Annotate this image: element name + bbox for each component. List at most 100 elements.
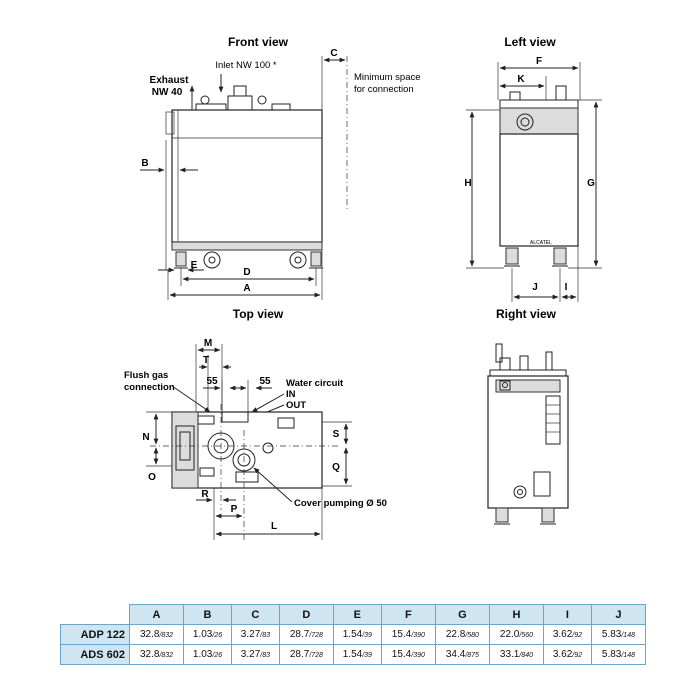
value-mm: /92: [572, 652, 583, 659]
value-mm: /83: [260, 652, 270, 659]
column-header: J: [590, 604, 647, 625]
value-inch: 33.1: [499, 649, 520, 660]
value-inch: 32.8: [139, 649, 160, 660]
table-corner-cell: [60, 604, 130, 625]
left-view-title: Left view: [504, 35, 556, 49]
dim-e-label: E: [191, 260, 198, 271]
value-inch: 22.0: [499, 629, 520, 640]
value-mm: /39: [362, 632, 372, 639]
column-header: F: [380, 604, 436, 625]
inlet-label: Inlet NW 100 *: [215, 60, 277, 71]
water-in-label: IN: [286, 389, 296, 400]
dim-j-label: J: [532, 282, 538, 293]
value-inch: 15.4: [391, 649, 412, 660]
value-mm: /832: [159, 652, 174, 659]
table-cell: 28.7/728: [278, 624, 334, 645]
value-mm: /148: [621, 652, 635, 659]
water-out-label: OUT: [286, 400, 306, 411]
value-inch: 32.8: [139, 629, 160, 640]
value-inch: 3.62: [552, 629, 573, 640]
table-cell: 3.62/92: [542, 624, 592, 645]
column-header: A: [128, 604, 185, 625]
exhaust-label-line2: NW 40: [152, 87, 183, 98]
value-mm: /390: [411, 652, 425, 659]
cover-pumping-label: Cover pumping Ø 50: [294, 498, 387, 509]
dim-d-label: D: [243, 267, 250, 278]
value-mm: /580: [465, 632, 479, 639]
value-inch: 1.03: [192, 649, 213, 660]
column-header: B: [183, 604, 232, 625]
top-view-title: Top view: [233, 307, 284, 321]
table-cell: 3.62/92: [542, 644, 592, 665]
dimensions-table: A B C D E F G H I J ADP 122 32.8/832 1.0…: [60, 604, 647, 665]
model-name: ADS 602: [60, 644, 130, 665]
dim-a-label: A: [243, 283, 250, 294]
value-mm: /875: [465, 652, 479, 659]
value-inch: 5.83: [601, 649, 622, 660]
column-header: E: [332, 604, 382, 625]
table-header-row: A B C D E F G H I J: [60, 604, 647, 625]
value-mm: /728: [309, 632, 323, 639]
flush-gas-label-line2: connection: [124, 382, 175, 393]
value-mm: /832: [159, 632, 174, 639]
dim-o-label: O: [148, 472, 156, 483]
table-cell: 32.8/832: [128, 624, 185, 645]
dim-q-label: Q: [332, 462, 340, 473]
value-mm: /560: [519, 632, 533, 639]
model-name: ADP 122: [60, 624, 130, 645]
table-cell: 28.7/728: [278, 644, 334, 665]
table-cell: 5.83/148: [590, 644, 647, 665]
dim-m-label: M: [204, 338, 212, 349]
table-cell: 22.8/580: [434, 624, 490, 645]
table-cell: 1.54/39: [332, 644, 382, 665]
value-mm: /26: [212, 632, 223, 639]
dim-i-label: I: [565, 282, 568, 293]
dim-b-label: B: [141, 158, 148, 169]
table-cell: 32.8/832: [128, 644, 185, 665]
value-mm: /148: [621, 632, 635, 639]
value-inch: 3.62: [552, 649, 573, 660]
table-cell: 22.0/560: [488, 624, 544, 645]
dim-l-label: L: [271, 521, 277, 532]
dim-r-label: R: [201, 489, 209, 500]
table-cell: 5.83/148: [590, 624, 647, 645]
value-inch: 22.8: [445, 629, 466, 640]
column-header: C: [230, 604, 280, 625]
value-mm: /390: [411, 632, 425, 639]
dim-t-label: T: [203, 355, 209, 366]
value-inch: 1.54: [342, 649, 363, 660]
table-cell: 1.03/26: [183, 644, 232, 665]
value-mm: /83: [260, 632, 270, 639]
front-view: Front view Inlet NW 100 * Exhaust NW 40 …: [140, 35, 421, 300]
table-cell: 34.4/875: [434, 644, 490, 665]
value-inch: 15.4: [391, 629, 412, 640]
dim-h-label: H: [464, 178, 471, 189]
flush-gas-label-line1: Flush gas: [124, 370, 168, 381]
value-inch: 28.7: [289, 649, 310, 660]
dim-55-right: 55: [259, 376, 271, 387]
table-cell: 15.4/390: [380, 624, 436, 645]
dim-p-label: P: [231, 504, 238, 515]
value-inch: 34.4: [445, 649, 466, 660]
table-cell: 1.54/39: [332, 624, 382, 645]
value-mm: /840: [519, 652, 533, 659]
value-mm: /728: [309, 652, 323, 659]
dim-k-label: K: [517, 74, 525, 85]
water-circuit-label: Water circuit: [286, 378, 344, 389]
column-header: I: [542, 604, 592, 625]
table-row: ADP 122 32.8/832 1.03/26 3.27/83 28.7/72…: [60, 624, 647, 645]
front-view-title: Front view: [228, 35, 289, 49]
dim-n-label: N: [142, 432, 149, 443]
table-cell: 33.1/840: [488, 644, 544, 665]
table-row: ADS 602 32.8/832 1.03/26 3.27/83 28.7/72…: [60, 644, 647, 665]
value-mm: /92: [572, 632, 583, 639]
table-cell: 3.27/83: [230, 624, 280, 645]
value-inch: 1.03: [192, 629, 213, 640]
dim-f-label: F: [536, 56, 542, 67]
column-header: D: [278, 604, 334, 625]
dim-s-label: S: [333, 429, 340, 440]
dim-55-left: 55: [206, 376, 218, 387]
value-mm: /26: [212, 652, 223, 659]
column-header: G: [434, 604, 490, 625]
left-view: Left view F K ALCATEL H G: [464, 35, 602, 302]
